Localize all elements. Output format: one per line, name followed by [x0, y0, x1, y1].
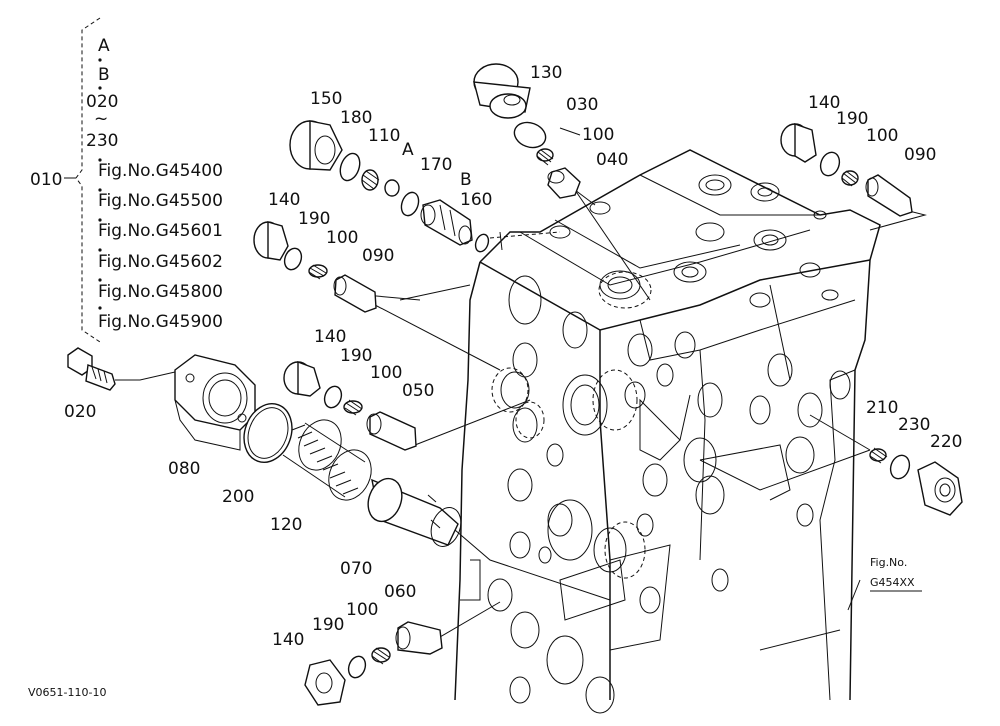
part-230-oring: [889, 454, 911, 480]
callout-label: 140: [268, 190, 300, 210]
callout-label: 100: [866, 126, 898, 146]
part-140-plug-mid: [283, 360, 321, 397]
part-190-oring-mid: [323, 385, 343, 409]
part-090-valve-left: [333, 274, 377, 313]
part-160-oring: [474, 233, 490, 253]
part-200-oring: [243, 403, 293, 463]
bracket-item: Fig.No.G45602: [98, 252, 223, 272]
part-060-valve: [395, 621, 443, 655]
part-180-oring: [339, 152, 361, 182]
part-100-spring-bottom: [371, 647, 391, 665]
part-A-ball: [384, 179, 400, 197]
callout-label: B: [460, 170, 472, 190]
part-050-valve: [366, 411, 417, 451]
callout-label: 190: [340, 346, 372, 366]
part-090-valve-right: [865, 174, 913, 217]
valve-body: [454, 149, 881, 714]
part-140-plug-left: [253, 221, 289, 261]
callout-label: 150: [310, 89, 342, 109]
callout-label: 180: [340, 108, 372, 128]
callout-label: 110: [368, 126, 400, 146]
callout-label: 190: [298, 209, 330, 229]
part-100-spring-left: [308, 264, 328, 280]
bracket-item: Fig.No.G45601: [98, 221, 223, 241]
callout-label: 100: [326, 228, 358, 248]
part-190-oring-topright: [819, 151, 841, 177]
callout-label: 070: [340, 559, 372, 579]
part-100-spring-mid: [343, 399, 363, 416]
figref-line2: G454XX: [870, 576, 915, 589]
callout-label: 030: [566, 95, 598, 115]
callout-label: 140: [272, 630, 304, 650]
bracket-item: A: [98, 36, 110, 56]
callout-label: 090: [362, 246, 394, 266]
part-210-spring: [869, 447, 888, 464]
callout-label: 020: [64, 402, 96, 422]
callout-label: 140: [808, 93, 840, 113]
part-140-plug-topright: [780, 123, 817, 163]
callout-label: 170: [420, 155, 452, 175]
part-100-spring-top: [536, 148, 554, 166]
callout-label: 100: [370, 363, 402, 383]
callout-label: 050: [402, 381, 434, 401]
bracket-item: Fig.No.G45900: [98, 312, 223, 332]
callout-label: 190: [312, 615, 344, 635]
part-110-spring: [361, 169, 380, 191]
drawing-code: V0651-110-10: [28, 686, 106, 699]
part-190-oring-left: [283, 247, 303, 271]
callout-label: 090: [904, 145, 936, 165]
callout-label: 160: [460, 190, 492, 210]
bracket-item: Fig.No.G45800: [98, 282, 223, 302]
bracket-item: 230: [86, 131, 118, 151]
part-100-spring-right: [841, 170, 859, 187]
figref-line1: Fig.No.: [870, 556, 907, 569]
callout-label: 080: [168, 459, 200, 479]
part-120-spring: [282, 419, 372, 501]
callout-label: 190: [836, 109, 868, 129]
callout-label: 220: [930, 432, 962, 452]
bracket-item: B: [98, 65, 110, 85]
part-170-oring: [400, 191, 420, 217]
part-130-plug: [473, 63, 531, 119]
part-020-bolt: [67, 347, 116, 391]
part-150-cap: [289, 120, 343, 171]
part-220-plug: [917, 461, 963, 516]
callout-label: 130: [530, 63, 562, 83]
callout-label: 060: [384, 582, 416, 602]
callout-label: A: [402, 140, 414, 160]
parts-group-bracket: [64, 17, 102, 343]
part-070-sleeve: [367, 477, 462, 547]
part-040-valve: [547, 167, 581, 199]
callout-labels: 010 020 080 200 120 070 150 180 110 A 17…: [30, 63, 962, 650]
callout-label: 100: [346, 600, 378, 620]
callout-label: 120: [270, 515, 302, 535]
callout-label: 040: [596, 150, 628, 170]
part-B-poppet: [420, 199, 473, 246]
callout-label: 100: [582, 125, 614, 145]
callout-label: 210: [866, 398, 898, 418]
callout-label: 010: [30, 170, 62, 190]
part-140-plug-bottom: [304, 659, 346, 706]
bracket-item: ~: [94, 109, 108, 129]
bracket-item: Fig.No.G45400: [98, 161, 223, 181]
bracket-item: Fig.No.G45500: [98, 191, 223, 211]
callout-label: 200: [222, 487, 254, 507]
part-190-oring-bottom: [347, 655, 367, 679]
part-080-flange: [174, 354, 256, 451]
figure-reference: Fig.No. G454XX: [847, 556, 922, 611]
bracket-item: 020: [86, 92, 118, 112]
callout-label: 230: [898, 415, 930, 435]
callout-label: 140: [314, 327, 346, 347]
part-030-oring: [513, 121, 547, 149]
